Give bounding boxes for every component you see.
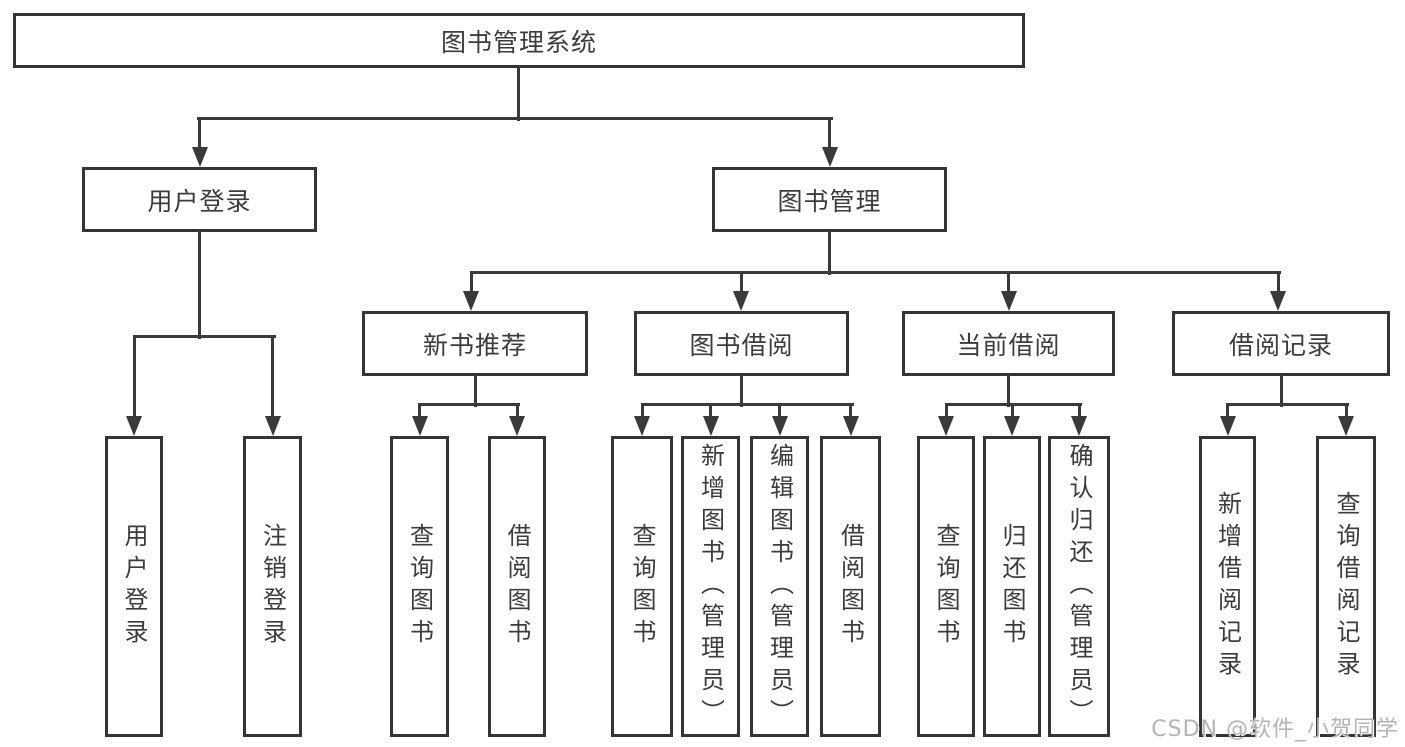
connector-drop-line <box>778 404 781 420</box>
node-label-bb-edit: 编辑图书（管理员） <box>765 442 794 731</box>
node-box-cb-return: 归还图书 <box>983 436 1041 737</box>
node-label-logout: 注销登录 <box>258 522 287 651</box>
connector-drop-line <box>1226 404 1229 420</box>
connector-drop-line <box>1344 404 1348 420</box>
node-box-book-mgmt: 图书管理 <box>712 167 947 232</box>
node-label-nb-borrow: 借阅图书 <box>503 522 531 651</box>
arrow-down-icon <box>1000 291 1017 311</box>
connector-drop-line <box>198 118 201 151</box>
arrow-down-icon <box>1270 291 1286 311</box>
connector-drop-line <box>515 404 519 420</box>
node-box-new-book-rec: 新书推荐 <box>362 311 588 376</box>
arrow-down-icon <box>1338 416 1354 436</box>
connector-bar-line <box>1225 402 1349 406</box>
connector-bar-line <box>196 116 833 120</box>
node-box-cb-confirm: 确认归还（管理员） <box>1048 436 1110 737</box>
arrow-down-icon <box>634 416 650 436</box>
node-box-current-borrow: 当前借阅 <box>902 311 1115 376</box>
arrow-down-icon <box>411 416 428 436</box>
connector-drop-line <box>739 272 743 295</box>
connector-drop-line <box>1077 404 1081 420</box>
node-box-bb-borrow: 借阅图书 <box>820 436 881 737</box>
node-box-root: 图书管理系统 <box>13 13 1025 68</box>
connector-trunk-line <box>197 231 201 339</box>
node-label-root: 图书管理系统 <box>440 27 597 57</box>
arrow-down-icon <box>821 147 838 167</box>
node-box-nb-borrow: 借阅图书 <box>488 436 546 737</box>
arrow-down-icon <box>702 416 719 436</box>
node-box-bb-add: 新增图书（管理员） <box>681 436 740 737</box>
connector-drop-line <box>1007 272 1010 295</box>
node-box-bb-edit: 编辑图书（管理员） <box>750 436 809 737</box>
node-label-current-borrow: 当前借阅 <box>956 330 1061 360</box>
node-box-br-query: 查询借阅记录 <box>1316 436 1376 737</box>
node-box-br-add: 新增借阅记录 <box>1199 436 1256 737</box>
connector-drop-line <box>944 404 948 420</box>
arrow-down-icon <box>126 416 142 436</box>
connector-bar-line <box>469 270 1281 274</box>
arrow-down-icon <box>938 416 954 436</box>
connector-trunk-line <box>739 375 743 407</box>
connector-trunk-line <box>1007 375 1010 407</box>
watermark-text: CSDN @软件_小贺同学 <box>1151 717 1399 742</box>
node-label-bb-query: 查询图书 <box>628 522 656 651</box>
connector-drop-line <box>132 336 136 420</box>
connector-trunk-line <box>473 375 477 407</box>
node-label-bb-add: 新增图书（管理员） <box>696 442 725 731</box>
arrow-down-icon <box>509 416 525 436</box>
node-label-bb-borrow: 借阅图书 <box>836 522 865 651</box>
connector-bar-line <box>640 402 854 406</box>
connector-drop-line <box>271 336 274 420</box>
node-label-book-mgmt: 图书管理 <box>777 186 882 216</box>
arrow-down-icon <box>771 416 788 436</box>
arrow-down-icon <box>463 291 479 311</box>
node-label-cb-return: 归还图书 <box>998 522 1026 651</box>
connector-bar-line <box>132 334 276 338</box>
arrow-down-icon <box>842 416 859 436</box>
node-box-user-login: 用户登录 <box>82 167 317 232</box>
arrow-down-icon <box>733 291 749 311</box>
connector-trunk-line <box>828 231 831 275</box>
arrow-down-icon <box>264 416 281 436</box>
connector-trunk-line <box>1279 375 1283 407</box>
node-label-login: 用户登录 <box>120 522 148 651</box>
node-box-login: 用户登录 <box>105 436 163 737</box>
connector-drop-line <box>849 404 852 420</box>
connector-bar-line <box>417 402 520 406</box>
node-label-book-borrow: 图书借阅 <box>689 330 794 360</box>
arrow-down-icon <box>191 147 208 167</box>
arrow-down-icon <box>1219 416 1236 436</box>
node-label-cb-query: 查询图书 <box>932 522 960 651</box>
node-box-bb-query: 查询图书 <box>611 436 673 737</box>
connector-drop-line <box>640 404 644 420</box>
node-label-new-book-rec: 新书推荐 <box>422 330 527 360</box>
node-label-br-add: 新增借阅记录 <box>1213 490 1242 683</box>
node-label-nb-query: 查询图书 <box>405 522 434 651</box>
node-label-borrow-record: 借阅记录 <box>1228 330 1333 360</box>
connector-drop-line <box>1010 404 1014 420</box>
node-label-user-login: 用户登录 <box>147 186 252 216</box>
arrow-down-icon <box>1004 416 1020 436</box>
node-box-borrow-record: 借阅记录 <box>1172 311 1390 376</box>
node-box-cb-query: 查询图书 <box>917 436 975 737</box>
arrow-down-icon <box>1071 416 1087 436</box>
node-label-cb-confirm: 确认归还（管理员） <box>1065 442 1093 731</box>
node-box-logout: 注销登录 <box>243 436 302 737</box>
node-box-book-borrow: 图书借阅 <box>634 311 849 376</box>
node-label-br-query: 查询借阅记录 <box>1332 490 1360 683</box>
connector-drop-line <box>828 118 831 151</box>
node-box-nb-query: 查询图书 <box>390 436 449 737</box>
connector-drop-line <box>1276 272 1280 295</box>
connector-drop-line <box>469 272 473 295</box>
connector-trunk-line <box>516 67 520 121</box>
connector-drop-line <box>418 404 421 420</box>
connector-drop-line <box>709 404 712 420</box>
